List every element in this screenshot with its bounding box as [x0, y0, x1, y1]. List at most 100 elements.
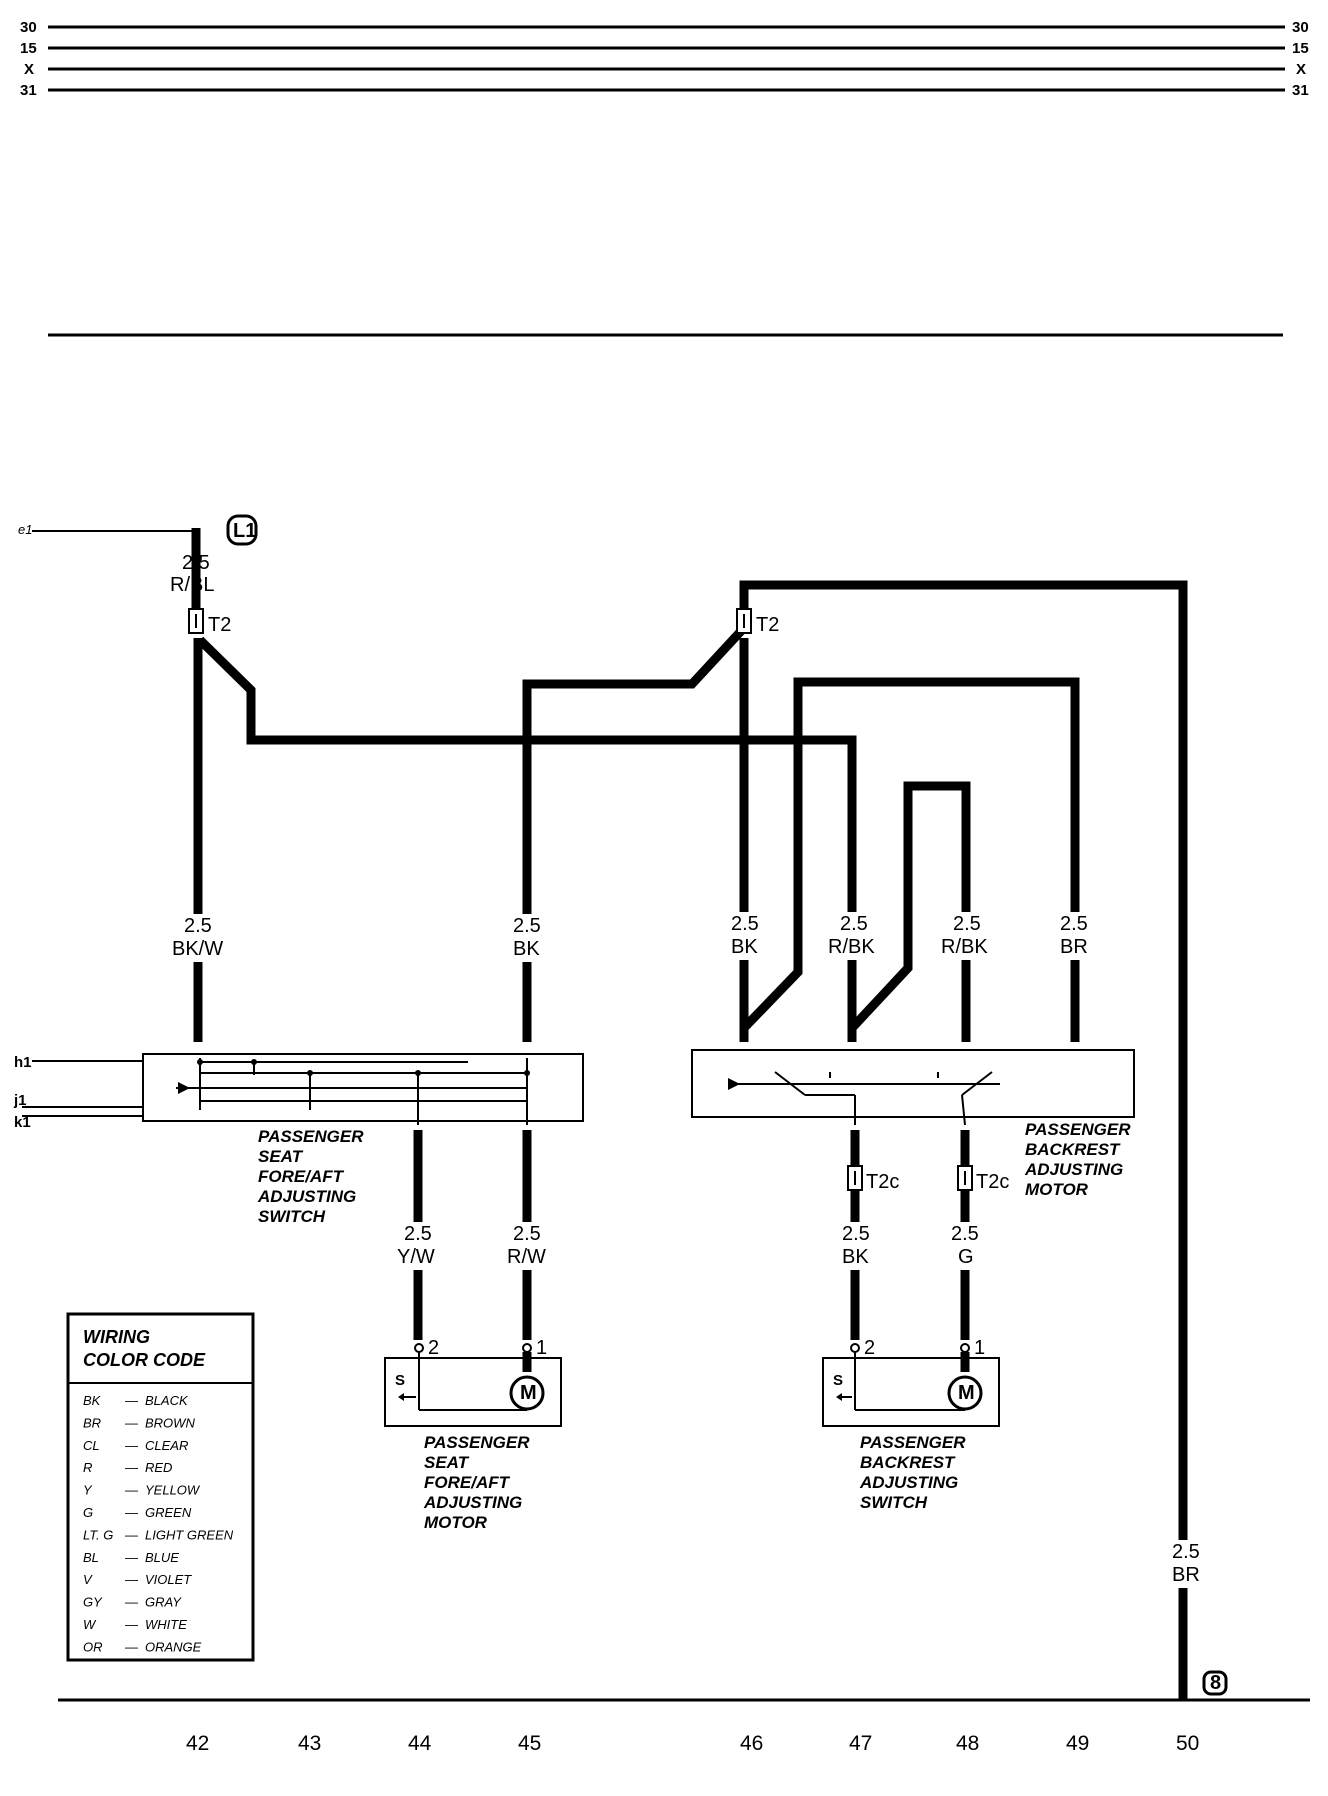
- wire-color-rw: R/W: [507, 1246, 546, 1268]
- column-number: 43: [298, 1732, 321, 1755]
- svg-text:BACKREST: BACKREST: [860, 1453, 956, 1472]
- backrest-adjusting-motor: [691, 1049, 1135, 1126]
- motor-m-icon-left: [509, 1375, 545, 1411]
- seat-switch-inputs: h1 j1 k1: [13, 1054, 143, 1131]
- legend-dash: —: [124, 1438, 139, 1453]
- legend-color-name: YELLOW: [145, 1483, 201, 1498]
- seat-fore-aft-motor: 2 1 M S: [384, 1337, 562, 1427]
- connector-t2-left: T2: [188, 608, 231, 636]
- legend-dash: —: [124, 1393, 139, 1408]
- wire-color-bk45: BK: [513, 938, 540, 960]
- bus-label-right-x: X: [1296, 61, 1306, 78]
- svg-text:8: 8: [1210, 1672, 1221, 1694]
- connector-t2-right: T2: [736, 608, 779, 636]
- svg-text:ADJUSTING: ADJUSTING: [859, 1473, 958, 1492]
- svg-text:T2c: T2c: [976, 1171, 1009, 1193]
- legend-color-name: ORANGE: [145, 1639, 202, 1654]
- input-label-j1: j1: [13, 1092, 27, 1109]
- motor-m-icon-right: [947, 1375, 983, 1411]
- svg-text:PASSENGER: PASSENGER: [1025, 1120, 1131, 1139]
- wire-color-br50: BR: [1172, 1564, 1200, 1586]
- column-number: 48: [956, 1732, 979, 1755]
- svg-text:ADJUSTING: ADJUSTING: [1024, 1160, 1123, 1179]
- wire-br-49: [740, 677, 1080, 1042]
- svg-text:1: 1: [974, 1337, 985, 1359]
- svg-text:SWITCH: SWITCH: [258, 1207, 326, 1226]
- wire-color-yw: Y/W: [397, 1246, 435, 1268]
- legend-color-name: RED: [145, 1460, 172, 1475]
- legend-title-2: COLOR CODE: [83, 1350, 206, 1370]
- legend-dash: —: [124, 1527, 139, 1542]
- svg-text:MOTOR: MOTOR: [1025, 1180, 1089, 1199]
- legend-color-name: VIOLET: [145, 1572, 192, 1587]
- legend-dash: —: [124, 1483, 139, 1498]
- ground-symbol-8: 8: [1202, 1670, 1228, 1696]
- legend-code: LT. G: [83, 1527, 113, 1542]
- legend-code: OR: [83, 1639, 103, 1654]
- legend-dash: —: [124, 1460, 139, 1475]
- bus-label-right-31: 31: [1292, 82, 1309, 99]
- connector-t2c-right: T2c: [957, 1165, 1009, 1193]
- wire-size-g48: 2.5: [951, 1223, 979, 1245]
- legend-code: BR: [83, 1415, 101, 1430]
- legend-code: W: [83, 1617, 97, 1632]
- input-label-h1: h1: [14, 1054, 32, 1071]
- backrest-motor-caption: PASSENGER BACKREST ADJUSTING MOTOR: [1024, 1120, 1131, 1199]
- svg-text:FORE/AFT: FORE/AFT: [258, 1167, 345, 1186]
- legend-color-name: GRAY: [145, 1595, 182, 1610]
- legend-code: GY: [83, 1595, 103, 1610]
- seat-motor-caption: PASSENGER SEAT FORE/AFT ADJUSTING MOTOR: [423, 1433, 530, 1532]
- bus-label-left-31: 31: [20, 82, 37, 99]
- wire-rbk-47: [196, 636, 857, 1042]
- wire-size-br49: 2.5: [1060, 913, 1088, 935]
- svg-text:BACKREST: BACKREST: [1025, 1140, 1121, 1159]
- wire-color-rbk47: R/BK: [828, 936, 875, 958]
- bus-label-left-x: X: [24, 61, 34, 78]
- bus-lines: 30 15 X 31 30 15 X 31: [20, 19, 1309, 99]
- seat-switch-caption: PASSENGER SEAT FORE/AFT ADJUSTING SWITCH: [257, 1127, 364, 1226]
- legend-code: V: [83, 1572, 93, 1587]
- connector-t2c-left: T2c: [847, 1165, 899, 1193]
- wire-size-bk46: 2.5: [731, 913, 759, 935]
- svg-text:T2: T2: [756, 614, 779, 636]
- svg-text:PASSENGER: PASSENGER: [860, 1433, 966, 1452]
- svg-text:PASSENGER: PASSENGER: [424, 1433, 530, 1452]
- legend-dash: —: [124, 1415, 139, 1430]
- legend-color-name: BLACK: [145, 1393, 189, 1408]
- svg-text:1: 1: [536, 1337, 547, 1359]
- svg-text:SEAT: SEAT: [424, 1453, 470, 1472]
- legend-code: CL: [83, 1438, 100, 1453]
- legend-dash: —: [124, 1617, 139, 1632]
- wire-color-g48: G: [958, 1246, 974, 1268]
- column-number: 44: [408, 1732, 432, 1755]
- bus-label-right-15: 15: [1292, 40, 1309, 57]
- legend-color-name: GREEN: [145, 1505, 192, 1520]
- legend-rows: BK—BLACKBR—BROWNCL—CLEARR—REDY—YELLOWG—G…: [83, 1393, 234, 1654]
- svg-text:M: M: [520, 1382, 537, 1404]
- svg-text:L1: L1: [233, 520, 256, 542]
- svg-text:ADJUSTING: ADJUSTING: [423, 1493, 522, 1512]
- input-label-k1: k1: [14, 1114, 31, 1131]
- svg-text:T2c: T2c: [866, 1171, 899, 1193]
- backrest-adjusting-switch: 2 1 M S: [822, 1337, 1000, 1427]
- legend-dash: —: [124, 1572, 139, 1587]
- svg-text:T2: T2: [208, 614, 231, 636]
- svg-text:S: S: [833, 1372, 843, 1389]
- column-number: 42: [186, 1732, 209, 1755]
- column-number: 50: [1176, 1732, 1199, 1755]
- wire-size-bk45: 2.5: [513, 915, 541, 937]
- bus-label-left-15: 15: [20, 40, 37, 57]
- legend-color-name: BROWN: [145, 1415, 195, 1430]
- svg-text:S: S: [395, 1372, 405, 1389]
- legend-dash: —: [124, 1505, 139, 1520]
- svg-text:2: 2: [428, 1337, 439, 1359]
- legend-code: BL: [83, 1550, 99, 1565]
- legend-code: BK: [83, 1393, 102, 1408]
- column-number: 47: [849, 1732, 872, 1755]
- wire-color-bk46: BK: [731, 936, 758, 958]
- wire-color-rbk48: R/BK: [941, 936, 988, 958]
- wire-bk-45: [522, 626, 746, 1042]
- wire-size-rbk47: 2.5: [840, 913, 868, 935]
